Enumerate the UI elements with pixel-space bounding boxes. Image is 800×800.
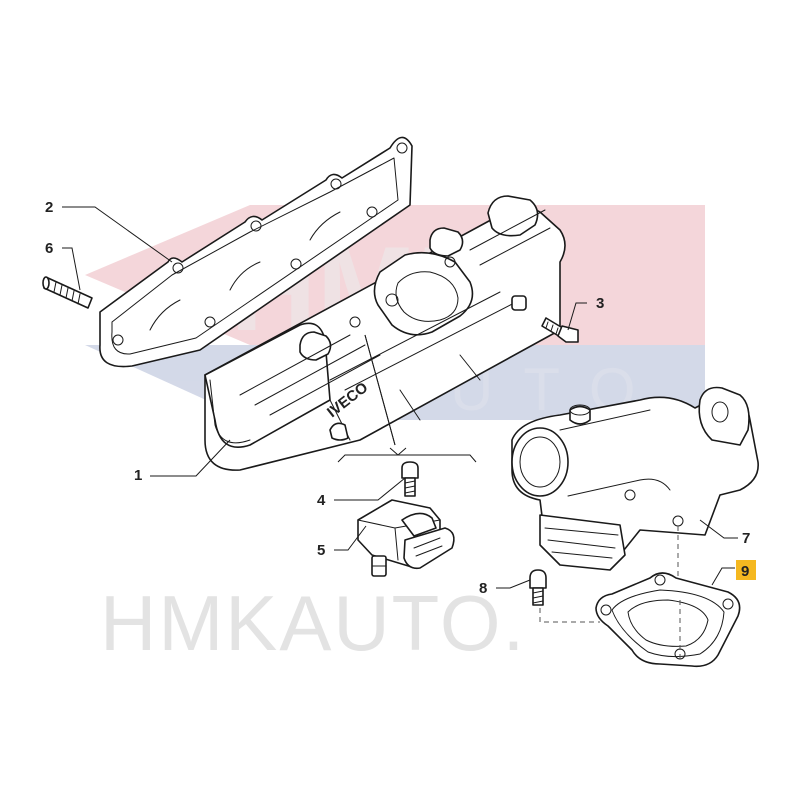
callout-3: 3 bbox=[596, 295, 604, 312]
leader-lines bbox=[62, 206, 738, 589]
callout-2: 2 bbox=[45, 199, 53, 216]
callout-5: 5 bbox=[317, 542, 325, 559]
assembly-dashed-lines bbox=[539, 526, 681, 660]
callout-4: 4 bbox=[317, 492, 326, 509]
watermark-footer-text: HMKAUTO. bbox=[100, 579, 526, 667]
callout-labels: 2 6 3 1 4 5 7 8 9 bbox=[45, 199, 756, 597]
part-4-bolt bbox=[401, 461, 419, 497]
callout-9: 9 bbox=[741, 563, 749, 580]
callout-9-highlight bbox=[736, 560, 756, 580]
part-8-bolt bbox=[529, 569, 547, 606]
part-6-stud bbox=[42, 276, 93, 309]
part-2-gasket bbox=[99, 136, 413, 368]
callout-1: 1 bbox=[134, 467, 142, 484]
callout-7: 7 bbox=[742, 530, 750, 547]
part-7-elbow-housing bbox=[511, 386, 759, 571]
part-5-sensor bbox=[357, 499, 455, 577]
part-1-intake-manifold: IVECO bbox=[204, 195, 566, 471]
part-9-flange-gasket bbox=[595, 572, 741, 668]
callout-6: 6 bbox=[45, 240, 53, 257]
assembly-bracket bbox=[337, 334, 477, 463]
callout-8: 8 bbox=[479, 580, 487, 597]
part-3-bolt bbox=[541, 317, 579, 343]
